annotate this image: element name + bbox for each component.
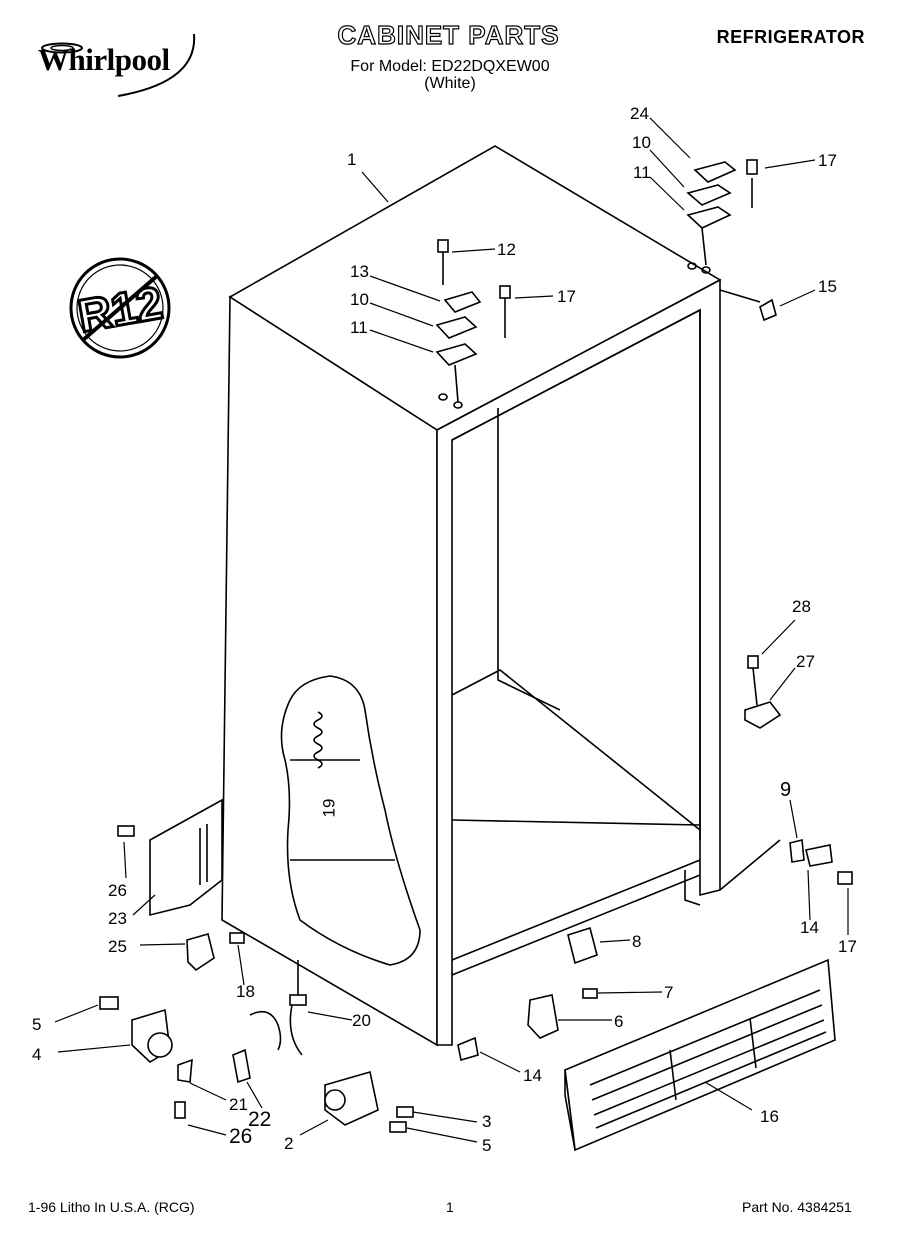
callout-26-panel: 26 (108, 881, 127, 900)
model-info: For Model: ED22DQXEW00 (White) (300, 58, 600, 92)
part-19-spring (313, 711, 323, 769)
footer-part-number: Part No. 4384251 (742, 1199, 852, 1215)
callout-10-top-right: 10 (632, 133, 651, 152)
whirlpool-logo: Whirlpool (38, 33, 196, 97)
footer-print-info: 1-96 Litho In U.S.A. (RCG) (28, 1199, 195, 1215)
page-title: CABINET PARTS (337, 19, 560, 50)
model-color: (White) (424, 75, 476, 92)
cabinet-body (221, 145, 781, 1047)
part-2-3-5-caster (324, 1070, 414, 1133)
callout-11-top-left: 11 (350, 318, 368, 337)
model-number: For Model: ED22DQXEW00 (350, 58, 550, 75)
callout-19: 19 (319, 798, 339, 818)
part-6-7-leveler (527, 988, 598, 1039)
part-25-18-bracket (186, 932, 245, 972)
callout-14-bottom: 14 (523, 1066, 542, 1085)
callout-27: 27 (796, 652, 815, 671)
part-9-14-bracket (789, 838, 853, 885)
callout-23: 23 (108, 909, 127, 928)
callout-18: 18 (236, 982, 255, 1001)
footer-page-number: 1 (446, 1199, 454, 1215)
brand-name: Whirlpool (38, 42, 170, 77)
callout-13: 13 (350, 262, 369, 281)
part-14-clip (457, 1036, 479, 1062)
callout-14-right: 14 (800, 918, 819, 937)
callout-20: 20 (352, 1011, 371, 1030)
callout-24: 24 (630, 104, 649, 123)
callout-8: 8 (632, 932, 642, 951)
callout-1: 1 (347, 150, 357, 169)
callout-12: 12 (497, 240, 516, 259)
callout-26-bottom: 26 (229, 1125, 253, 1148)
callout-11-top-right: 11 (633, 163, 651, 182)
part-8-block (567, 926, 598, 965)
callout-16: 16 (760, 1107, 779, 1126)
part-27-28-bracket (744, 655, 782, 729)
callout-5-left: 5 (32, 1015, 42, 1034)
callout-7: 7 (664, 983, 674, 1002)
part-20-wire (249, 960, 307, 1056)
callout-15: 15 (818, 277, 837, 296)
part-22-26-lower (174, 1048, 251, 1119)
callout-28: 28 (792, 597, 811, 616)
top-right-hinge-assembly (686, 159, 758, 266)
part-23-panel (117, 798, 223, 917)
callout-2: 2 (284, 1134, 294, 1153)
callout-leaders (54, 117, 849, 1143)
product-category: REFRIGERATOR (716, 27, 865, 47)
callout-9: 9 (780, 779, 792, 801)
part-16-grille (564, 958, 836, 1152)
no-r12-prohibition-icon: R12 (69, 257, 171, 359)
callout-6: 6 (614, 1012, 624, 1031)
callout-25: 25 (108, 937, 127, 956)
part-15-shape (759, 298, 777, 322)
callout-22: 22 (248, 1108, 272, 1131)
callout-17-right: 17 (838, 937, 857, 956)
callout-17-top-right: 17 (818, 151, 837, 170)
top-left-hinge-assembly (435, 239, 511, 403)
callout-17-top-left: 17 (557, 287, 576, 306)
logo-arc-icon (117, 33, 196, 97)
callout-21: 21 (229, 1095, 248, 1114)
callout-10-top-left: 10 (350, 290, 369, 309)
callout-5-bottom: 5 (482, 1136, 492, 1155)
callout-3: 3 (482, 1112, 492, 1131)
logo-swirl-icon (41, 42, 83, 54)
callout-4: 4 (32, 1045, 42, 1064)
part-4-5-roller (99, 996, 193, 1083)
